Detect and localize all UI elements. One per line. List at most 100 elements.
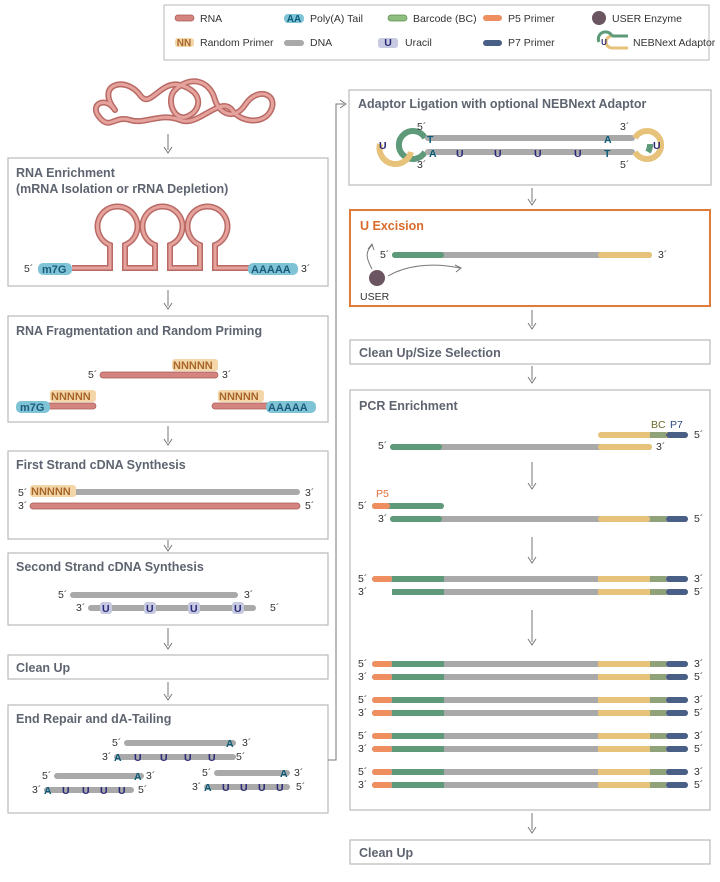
arrow-down bbox=[163, 426, 173, 446]
arrow-down bbox=[527, 813, 537, 834]
rna-enrichment-title-line1: RNA Enrichment bbox=[16, 166, 116, 180]
legend-p7-swatch bbox=[483, 40, 502, 46]
step-first-strand: First Strand cDNA Synthesis 5´ NNNNN 3´ … bbox=[7, 450, 329, 540]
three-prime-label: 3´ bbox=[620, 121, 629, 133]
uracil-label: U bbox=[184, 752, 192, 764]
step-end-repair: End Repair and dA-Tailing 5´ A 3´ 3´ A U… bbox=[7, 704, 329, 814]
random-primer bbox=[30, 485, 76, 497]
five-prime-label: 5´ bbox=[358, 658, 367, 670]
three-prime-label: 3´ bbox=[242, 737, 251, 749]
strand-segment bbox=[666, 589, 688, 595]
strand-segment bbox=[666, 782, 688, 788]
five-prime-label: 5´ bbox=[378, 440, 387, 452]
arrow-down bbox=[527, 366, 537, 384]
uracil-label: U bbox=[62, 785, 70, 797]
three-prime-label: 3´ bbox=[658, 249, 667, 261]
three-prime-label: 3´ bbox=[294, 767, 303, 779]
strand-segment bbox=[666, 661, 688, 667]
three-prime-label: 3´ bbox=[358, 671, 367, 683]
five-prime-label: 5´ bbox=[112, 737, 121, 749]
strand-segment bbox=[666, 710, 688, 716]
adaptor-uracil: U bbox=[379, 140, 387, 152]
uracil-label: U bbox=[234, 603, 242, 615]
strand-segment bbox=[392, 769, 444, 775]
legend-uracil-swatch bbox=[378, 38, 398, 48]
three-prime-label: 3´ bbox=[656, 441, 665, 453]
da-tail: A bbox=[44, 785, 52, 797]
three-prime-label: 3´ bbox=[358, 707, 367, 719]
bc-label: BC bbox=[651, 419, 666, 431]
three-prime-label: 3´ bbox=[76, 602, 85, 614]
legend-polya-label: Poly(A) Tail bbox=[310, 13, 363, 25]
arrow-down bbox=[527, 188, 537, 206]
legend-random-primer-glyph: NN bbox=[177, 38, 191, 49]
arrow-down bbox=[163, 290, 173, 310]
strand-segment bbox=[392, 733, 444, 739]
five-prime-label: 5´ bbox=[694, 513, 703, 525]
legend-uracil-label: Uracil bbox=[405, 37, 432, 49]
adaptor-segment bbox=[390, 444, 442, 450]
five-prime-label: 5´ bbox=[18, 487, 27, 499]
random-primer-label: NNNNN bbox=[219, 391, 259, 403]
step-cleanup-2: Clean Up bbox=[349, 839, 711, 865]
first-strand-title: First Strand cDNA Synthesis bbox=[16, 458, 186, 472]
strand-segment bbox=[598, 710, 650, 716]
polya-tail bbox=[248, 263, 298, 275]
ds-fragment-top bbox=[214, 770, 290, 776]
polya-label: AAAAA bbox=[251, 264, 291, 276]
legend-random-primer-swatch bbox=[175, 38, 194, 47]
legend-user-enzyme-label: USER Enzyme bbox=[612, 13, 682, 25]
rna-strand bbox=[29, 502, 301, 510]
strand-segment bbox=[372, 733, 392, 739]
five-prime-label: 5´ bbox=[42, 770, 51, 782]
barcode-segment bbox=[650, 516, 666, 522]
five-prime-label: 5´ bbox=[202, 767, 211, 779]
a-overhang: A bbox=[429, 148, 437, 160]
user-label: USER bbox=[360, 291, 390, 303]
three-prime-label: 3´ bbox=[694, 730, 703, 742]
five-prime-label: 5´ bbox=[88, 369, 97, 381]
legend-user-enzyme-icon bbox=[592, 11, 606, 25]
strand-segment bbox=[666, 769, 688, 775]
strand-segment bbox=[650, 674, 666, 680]
five-prime-label: 5´ bbox=[305, 500, 314, 512]
strand-segment bbox=[650, 733, 666, 739]
step-u-excision: U Excision 5´ 3´ USER bbox=[349, 209, 711, 307]
cleanup-2-title: Clean Up bbox=[359, 846, 414, 860]
random-primer-label: NNNNN bbox=[173, 360, 213, 372]
legend-adaptor-icon: U bbox=[596, 30, 628, 50]
uracil-label: U bbox=[534, 148, 542, 160]
adaptor-segment bbox=[390, 516, 442, 522]
strand-segment bbox=[650, 710, 666, 716]
strand-segment bbox=[372, 576, 392, 582]
ds-fragment-top bbox=[124, 740, 236, 746]
pcr-title: PCR Enrichment bbox=[359, 399, 458, 413]
legend-adaptor-label: NEBNext Adaptor bbox=[633, 37, 716, 49]
strand-segment bbox=[666, 697, 688, 703]
da-tail: A bbox=[114, 752, 122, 764]
uracil-label: U bbox=[240, 782, 248, 794]
strand-segment bbox=[650, 589, 666, 595]
uracil-label: U bbox=[82, 785, 90, 797]
rna-fragment bbox=[99, 371, 219, 379]
strand-segment bbox=[598, 782, 650, 788]
m7g-label: m7G bbox=[42, 264, 66, 276]
five-prime-label: 5´ bbox=[358, 500, 367, 512]
strand-segment bbox=[598, 769, 650, 775]
random-primer-label: NNNNN bbox=[51, 391, 91, 403]
da-tail: A bbox=[134, 771, 142, 783]
legend-random-primer-label: Random Primer bbox=[200, 37, 274, 49]
five-prime-label: 5´ bbox=[138, 784, 147, 796]
legend-barcode-label: Barcode (BC) bbox=[413, 13, 477, 25]
adaptor-segment bbox=[392, 252, 444, 258]
three-prime-label: 3´ bbox=[358, 586, 367, 598]
p7-segment bbox=[666, 432, 688, 438]
m7g-label: m7G bbox=[20, 402, 44, 414]
three-prime-label: 3´ bbox=[417, 159, 426, 171]
five-prime-label: 5´ bbox=[694, 586, 703, 598]
five-prime-label: 5´ bbox=[620, 159, 629, 171]
strand-segment bbox=[392, 697, 444, 703]
three-prime-label: 3´ bbox=[192, 781, 201, 793]
strand-segment bbox=[650, 697, 666, 703]
pcr-product-group: 5´3´3´5´5´3´3´5´5´3´3´5´5´3´3´5´ bbox=[358, 658, 703, 791]
